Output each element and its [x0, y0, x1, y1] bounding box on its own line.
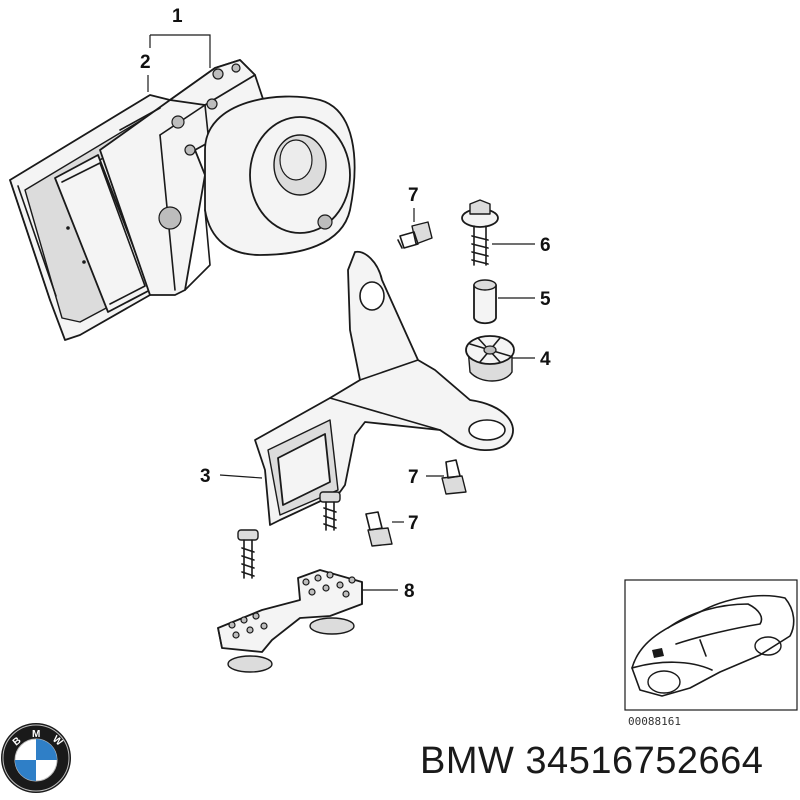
drawing-number: 00088161	[628, 715, 681, 728]
callout-6: 6	[540, 235, 551, 256]
callout-7-lower: 7	[408, 513, 419, 534]
flange-bolt	[461, 199, 499, 266]
rubber-mount	[465, 335, 515, 382]
hex-bolt-upper	[397, 221, 433, 249]
callout-8: 8	[404, 581, 415, 602]
svg-text:M: M	[32, 729, 40, 740]
callout-4: 4	[540, 349, 551, 370]
callout-2: 2	[140, 52, 151, 73]
part-number-label: BMW 34516752664	[420, 740, 764, 782]
vehicle-location-inset: 00088161	[624, 579, 798, 728]
leader-lines	[147, 34, 535, 591]
callout-5: 5	[540, 289, 551, 310]
spacer-sleeve	[473, 279, 497, 325]
bmw-logo-icon: B M W	[1, 723, 71, 793]
hex-bolt-lower	[365, 511, 393, 547]
callout-labels: 1 2 3 4 5 6 7 7 7 8	[140, 6, 551, 602]
abs-mounting-bracket	[237, 250, 514, 579]
abs-hydraulic-unit	[9, 59, 356, 341]
damper-pad	[217, 569, 363, 673]
callout-7-upper: 7	[408, 185, 419, 206]
callout-1: 1	[172, 6, 183, 27]
hex-bolt-middle	[441, 459, 467, 495]
callout-3: 3	[200, 466, 211, 487]
callout-7-middle: 7	[408, 467, 419, 488]
